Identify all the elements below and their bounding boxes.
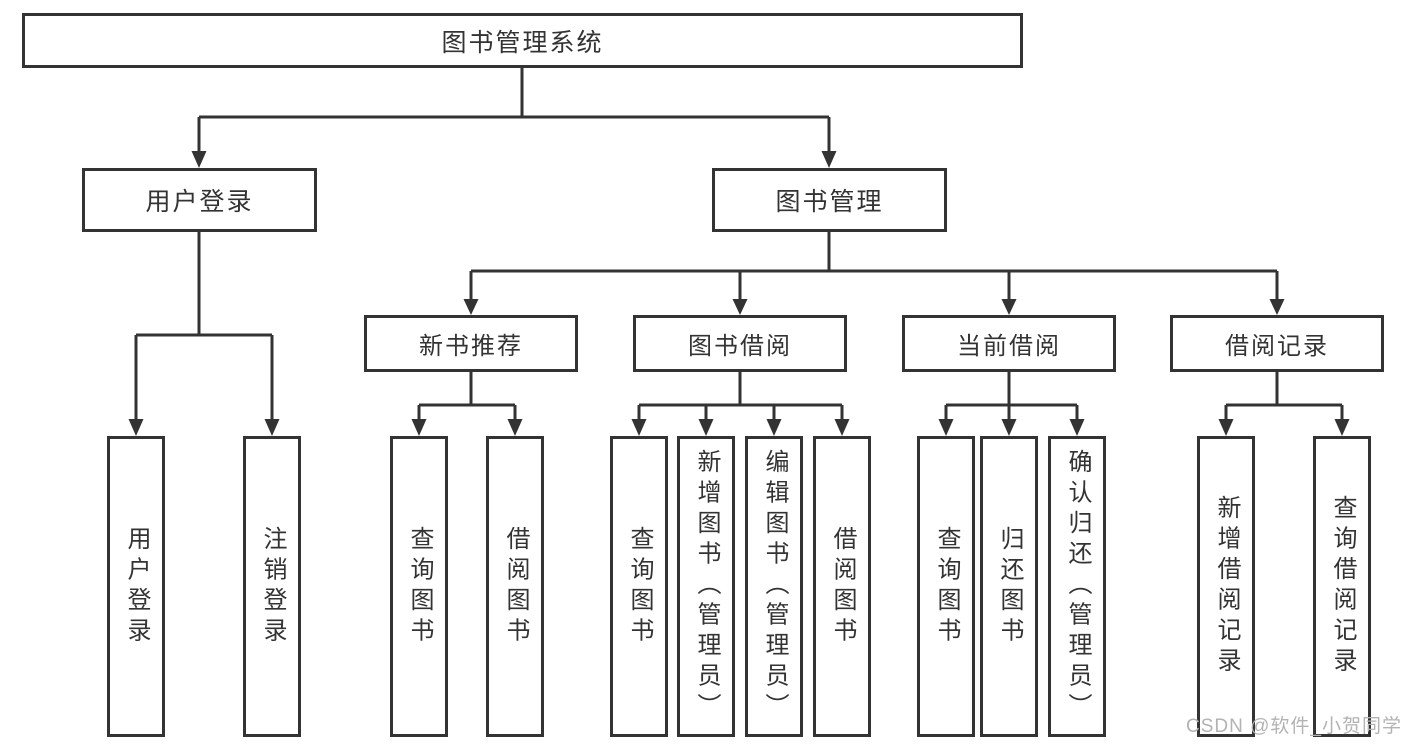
node-borrow-records: 借阅记录 [1170,315,1384,372]
node-new-book-recommend: 新书推荐 [364,315,578,372]
leaf-edit-books-admin: 编辑图书（管理员） [745,436,803,737]
connector-current-borrow [944,372,1079,420]
leaf-logout: 注销登录 [243,436,301,737]
leaf-query-books-borrow: 查询图书 [610,436,668,737]
leaf-query-books-recommend: 查询图书 [390,436,448,737]
leaf-borrow-books-recommend: 借阅图书 [486,436,544,737]
arrowheads [128,151,1350,436]
leaf-label: 归还图书 [996,525,1023,648]
leaf-label: 编辑图书（管理员） [761,449,788,724]
connector-book-mgmt [469,232,1279,300]
leaf-user-login: 用户登录 [107,436,165,737]
leaf-label: 用户登录 [123,525,150,648]
node-book-borrow: 图书借阅 [633,315,847,372]
leaf-label: 新增图书（管理员） [693,449,720,724]
connector-new-book-rec [417,372,517,420]
leaf-label: 查询借阅记录 [1329,495,1356,678]
leaf-label: 查询图书 [933,525,960,648]
leaf-borrow-books: 借阅图书 [813,436,871,737]
connector-user-login [134,232,274,420]
node-current-borrow: 当前借阅 [902,315,1116,372]
node-book-management: 图书管理 [712,168,947,232]
leaf-query-borrow-record: 查询借阅记录 [1313,436,1371,737]
node-user-login: 用户登录 [82,168,317,232]
csdn-watermark: CSDN @软件_小贺同学 [1186,716,1402,737]
connector-root [197,68,831,152]
leaf-label: 注销登录 [259,525,286,648]
node-root: 图书管理系统 [22,13,1023,68]
leaf-add-books-admin: 新增图书（管理员） [677,436,735,737]
leaf-label: 查询图书 [626,525,653,648]
leaf-query-books-current: 查询图书 [917,436,975,737]
leaf-label: 新增借阅记录 [1213,495,1240,678]
leaf-label: 查询图书 [406,525,433,648]
leaf-add-borrow-record: 新增借阅记录 [1197,436,1255,737]
connector-borrow-records [1224,372,1344,420]
connector-book-borrow [637,372,844,420]
leaf-label: 借阅图书 [502,525,529,648]
leaf-confirm-return-admin: 确认归还（管理员） [1048,436,1106,737]
leaf-return-books: 归还图书 [980,436,1038,737]
leaf-label: 借阅图书 [829,525,856,648]
leaf-label: 确认归还（管理员） [1064,449,1091,724]
